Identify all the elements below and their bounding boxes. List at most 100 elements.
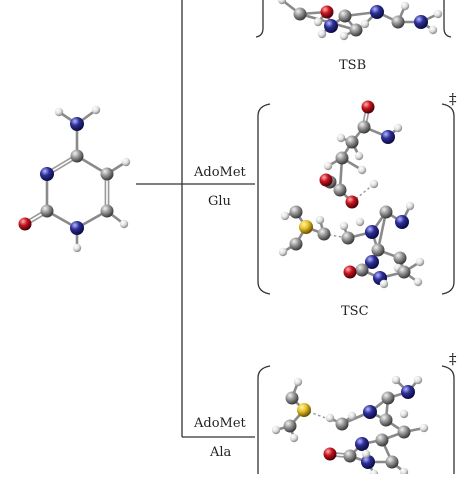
tsd-hydrogen-atom (325, 413, 335, 423)
tsc-carbon-atom (289, 237, 303, 251)
tsd-carbon-atom (381, 391, 395, 405)
cytosine-nitrogen-atom (70, 117, 84, 131)
tsb-carbon-atom (293, 7, 307, 21)
tsc-oxygen-atom (343, 265, 357, 279)
tsd-carbon-atom (397, 425, 411, 439)
tsb-nitrogen-atom (414, 15, 428, 29)
tsb-carbon-atom (391, 15, 405, 29)
tsd-carbon-atom (343, 449, 357, 463)
tsc-carbon-atom (397, 265, 411, 279)
reagent-d-adomet-label: AdoMet (194, 416, 246, 431)
tsd-nitrogen-atom (355, 437, 369, 451)
tsd-nitrogen-atom (401, 385, 415, 399)
tsc-carbon-atom (317, 227, 331, 241)
tsd-hydrogen-atom (413, 375, 423, 385)
tsb-nitrogen-atom (324, 19, 338, 33)
tsc-nitrogen-atom (365, 225, 379, 239)
tsc-nitrogen-atom (365, 255, 379, 269)
tsd-hydrogen-atom (347, 411, 357, 421)
tsd-carbon-atom (385, 455, 399, 469)
tsd-carbon-atom (283, 419, 297, 433)
dagger-d-label: ‡ (449, 350, 457, 368)
cytosine-hydrogen-atom (54, 107, 64, 117)
tsc-hydrogen-atom (355, 217, 365, 227)
tsc-carbon-atom (333, 183, 347, 197)
tsc-carbon-atom (371, 243, 385, 257)
tsc-carbon-atom (289, 205, 303, 219)
cytosine-hydrogen-atom (119, 219, 129, 229)
reagent-d-ala-label: Ala (210, 445, 232, 460)
tsc-hydrogen-atom (315, 215, 325, 225)
tsb-hydrogen-atom (433, 9, 443, 19)
tsd-carbon-atom (375, 433, 389, 447)
tsd-hydrogen-atom (289, 433, 299, 443)
tsc-oxygen-atom (345, 195, 359, 209)
tsc-hydrogen-atom (379, 279, 389, 289)
cytosine-carbon-atom (40, 204, 54, 218)
tsc-hydrogen-atom (339, 221, 349, 231)
tsd-oxygen-atom (323, 447, 337, 461)
tsb-hydrogen-atom (360, 19, 370, 29)
bracket-c-left (257, 103, 271, 295)
tsd-carbon-atom (285, 391, 299, 405)
bracket-b-left (255, 0, 264, 38)
tsc-nitrogen-atom (381, 130, 395, 144)
tsb-hydrogen-atom (313, 17, 323, 27)
tsc-hydrogen-atom (393, 123, 403, 133)
tsc-hydrogen-atom (357, 165, 367, 175)
tsc-carbon-atom (341, 231, 355, 245)
dagger-c-label: ‡ (449, 90, 457, 108)
tsd-hydrogen-atom (271, 425, 281, 435)
tsc-carbon-atom (393, 251, 407, 265)
tsc-hydrogen-atom (278, 247, 288, 257)
cytosine-hydrogen-atom (91, 105, 101, 115)
tsc-hydrogen-atom (323, 161, 333, 171)
tsb-hydrogen-atom (339, 31, 349, 41)
tsb-carbon-atom (349, 23, 363, 37)
bracket-b-right (443, 0, 452, 38)
tsc-hydrogen-atom (415, 257, 425, 267)
cytosine-carbon-atom (100, 204, 114, 218)
tsc-hydrogen-atom (280, 211, 290, 221)
scheme-lines (136, 0, 255, 438)
reagent-c-glu-label: Glu (208, 194, 231, 209)
ts-c-label: TSC (341, 304, 369, 319)
cytosine-oxygen-atom (18, 217, 32, 231)
tsc-carbon-atom (357, 120, 371, 134)
tsc-carbon-atom (335, 151, 349, 165)
tsd-nitrogen-atom (361, 455, 375, 469)
tsd-carbon-atom (379, 413, 393, 427)
transition-state-brackets (255, 0, 455, 474)
cytosine-nitrogen-atom (70, 221, 84, 235)
tsc-hydrogen-atom (413, 277, 423, 287)
tsd-hydrogen-atom (391, 375, 401, 385)
atoms (18, 0, 443, 479)
bracket-c-right (441, 103, 455, 295)
cytosine-nitrogen-atom (40, 167, 54, 181)
tsc-hydrogen-atom (369, 179, 379, 189)
reagent-c-adomet-label: AdoMet (194, 165, 246, 180)
tsc-oxygen-atom (319, 173, 333, 187)
ts-b-label: TSB (339, 58, 367, 73)
tsc-sulfur-atom (299, 220, 313, 234)
tsc-carbon-atom (345, 135, 359, 149)
tsd-carbon-atom (335, 417, 349, 431)
tsb-nitrogen-atom (370, 5, 384, 19)
bracket-d-right (441, 365, 455, 474)
tsb-hydrogen-atom (428, 25, 438, 35)
tsc-oxygen-atom (361, 100, 375, 114)
tsc-nitrogen-atom (395, 215, 409, 229)
tsd-hydrogen-atom (419, 423, 429, 433)
tsb-hydrogen-atom (277, 0, 287, 5)
cytosine-carbon-atom (100, 167, 114, 181)
tsb-oxygen-atom (320, 5, 334, 19)
cytosine-hydrogen-atom (121, 157, 131, 167)
cytosine-carbon-atom (70, 149, 84, 163)
tsd-hydrogen-atom (293, 377, 303, 387)
tsd-sulfur-atom (297, 403, 311, 417)
tsd-nitrogen-atom (363, 405, 377, 419)
tsb-hydrogen-atom (317, 29, 327, 39)
cytosine-hydrogen-atom (72, 243, 82, 253)
